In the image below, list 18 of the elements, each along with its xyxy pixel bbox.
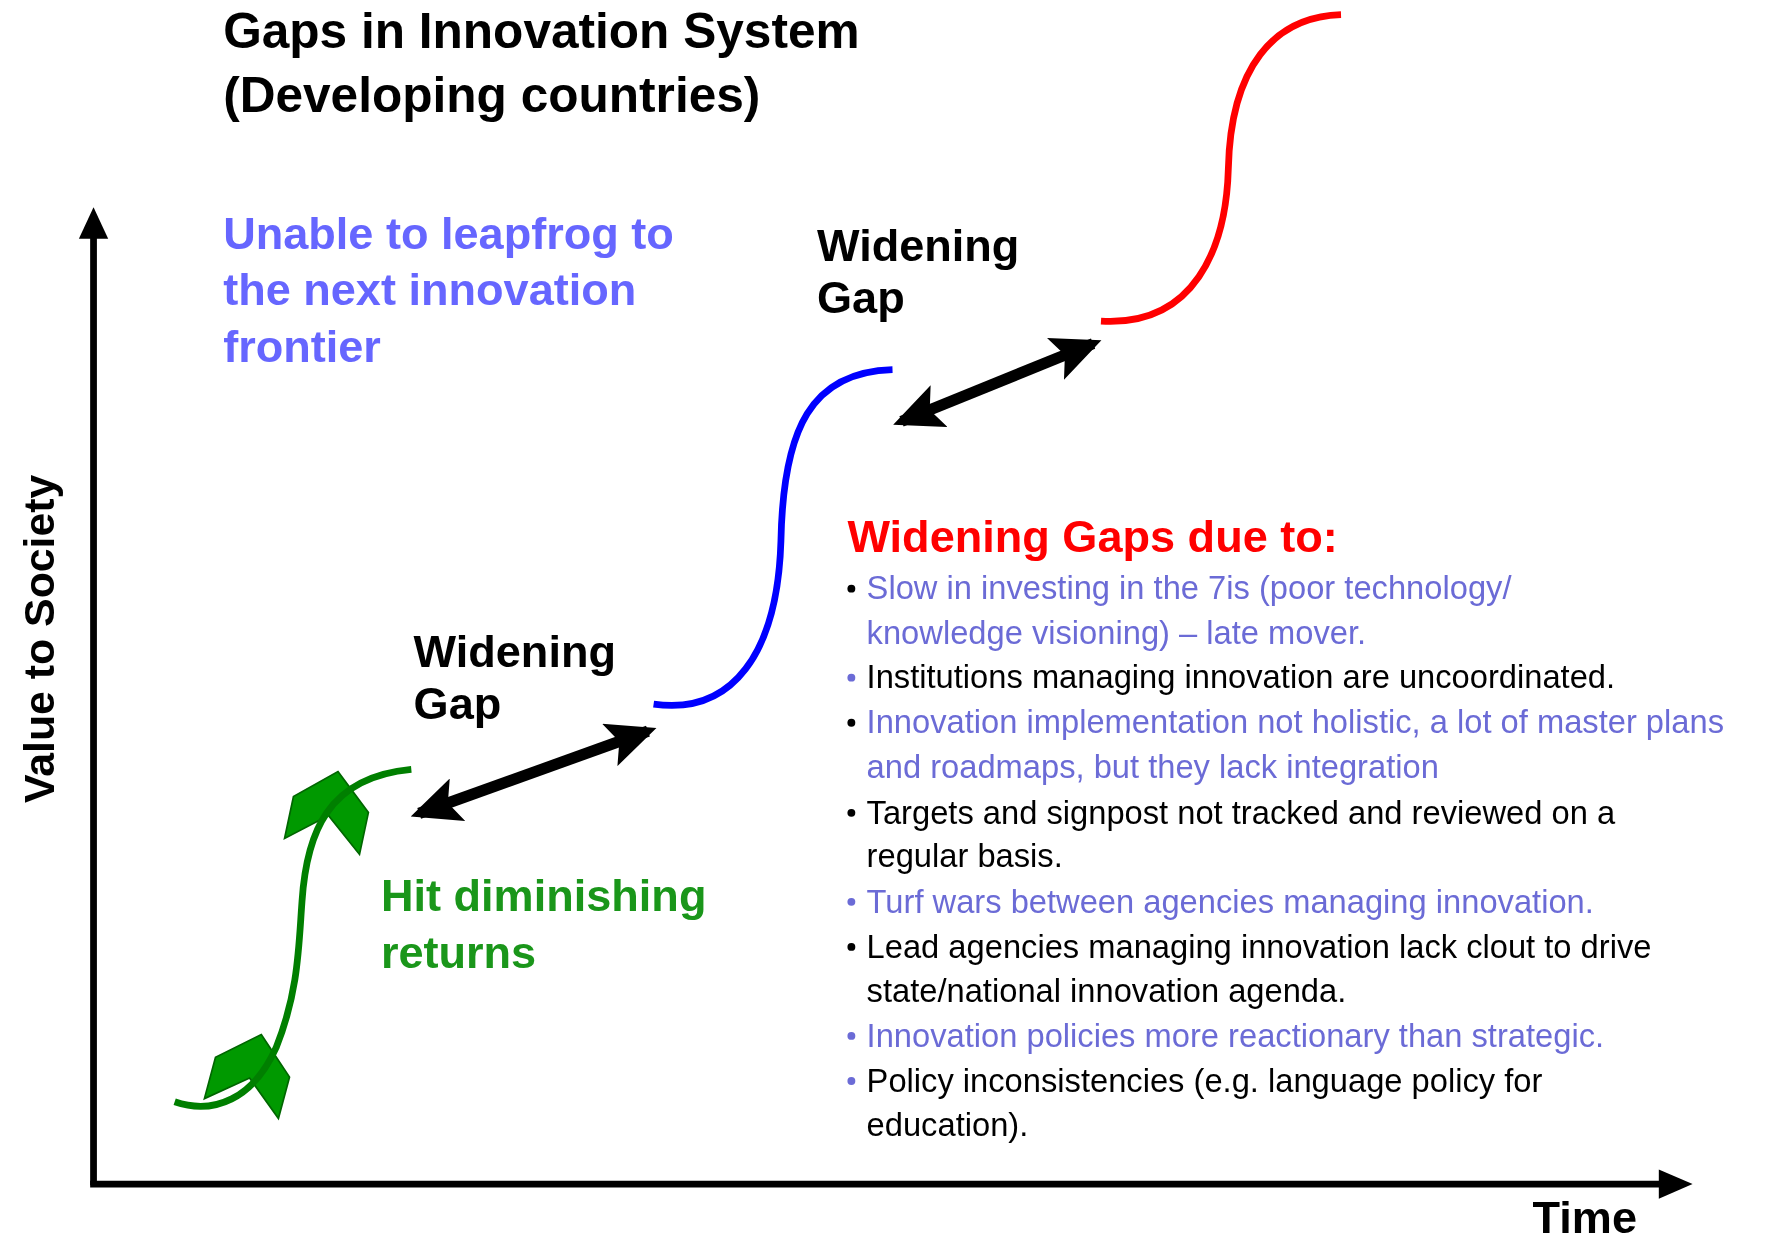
note-text: Hit diminishing returns <box>380 869 708 979</box>
list-item: Slow in investing in the 7is (poor technology/ knowledge visioning) – late mover. <box>866 569 1513 653</box>
axis-title: Time <box>1532 1190 1638 1237</box>
list-item: Lead agencies managing innovation lack clout to drive state/national innovation agenda. <box>866 926 1653 1011</box>
list-item: Innovation implementation not holistic, a lot of master plans and roadmaps, but they lack integration <box>866 703 1725 788</box>
list-item: Institutions managing innovation are uncoordinated. <box>866 658 1616 698</box>
note-text: Unable to leapfrog to the next innovation frontier <box>223 207 675 373</box>
title: Gaps in Innovation System (Developing countries) <box>223 2 861 124</box>
list-item: Turf wars between agencies managing innovation. <box>866 882 1594 922</box>
list-item: Targets and signpost not tracked and reviewed on a regular basis. <box>866 792 1617 877</box>
list-item: Innovation policies more reactionary than strategic. <box>866 1016 1605 1056</box>
list-item: Policy inconsistencies (e.g. language policy for education). <box>866 1061 1544 1145</box>
edge-label: Widening Gap <box>817 219 1021 324</box>
axis-title: Value to Society <box>14 473 65 805</box>
list-heading: Widening Gaps due to: <box>847 510 1339 564</box>
edge-label: Widening Gap <box>413 625 617 729</box>
double-arrow <box>410 723 657 821</box>
double-arrow <box>893 338 1102 427</box>
